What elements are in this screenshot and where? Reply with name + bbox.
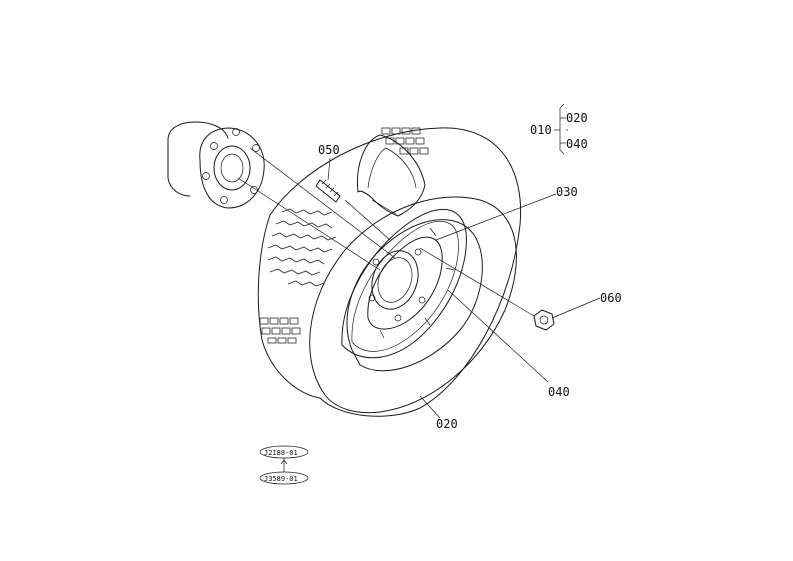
callout-060: 060	[600, 291, 622, 305]
callout-020-top: 020	[566, 111, 588, 125]
tire	[257, 127, 522, 417]
callout-020: 020	[436, 417, 458, 431]
callout-040: 040	[548, 385, 570, 399]
wheel-nut	[533, 309, 555, 331]
tire-cross-section	[356, 134, 426, 217]
disc-wheel	[341, 208, 467, 359]
reference-codes: J2188-01 J3589-01	[259, 445, 309, 485]
callout-040-top: 040	[566, 137, 588, 151]
wheel-hub	[167, 121, 265, 209]
callout-050: 050	[318, 143, 340, 157]
leader-lines	[327, 103, 601, 419]
callout-010: 010	[530, 123, 552, 137]
tread-pattern-lower	[259, 317, 301, 344]
reference-code-a: J2188-01	[264, 449, 298, 457]
callout-030: 030	[556, 185, 578, 199]
tread-pattern-upper	[267, 208, 337, 287]
tread-pattern-top	[381, 127, 429, 155]
reference-code-b: J3589-01	[264, 475, 298, 483]
stud-bolt	[315, 179, 341, 203]
assembly-axis-lines	[237, 147, 535, 317]
